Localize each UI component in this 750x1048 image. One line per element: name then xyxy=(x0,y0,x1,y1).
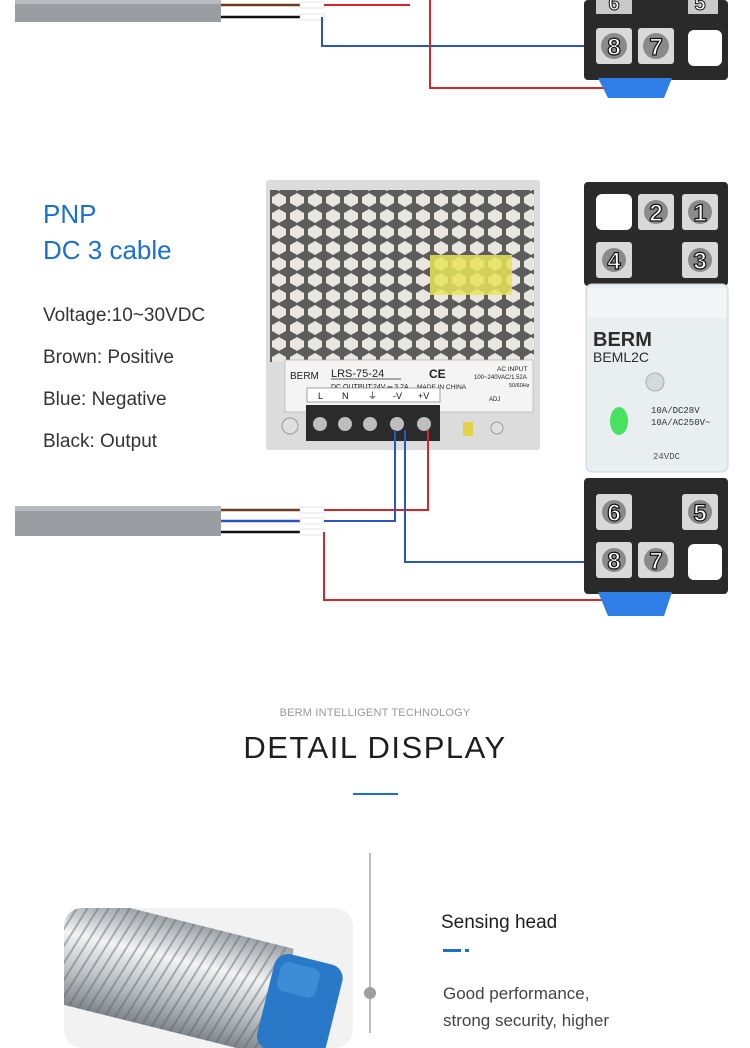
wire-brown-to-pos xyxy=(324,430,429,511)
svg-text:8: 8 xyxy=(607,34,620,61)
feature-accent-dash xyxy=(443,949,461,952)
relay-coil: 24VDC xyxy=(653,452,681,462)
power-supply: BERM LRS-75-24 DC OUTPUT:24V ═ 3.2A CE M… xyxy=(266,180,540,450)
relay-pin-1: 1 xyxy=(693,200,706,227)
timeline-dot xyxy=(364,987,376,999)
relay-pin-2: 2 xyxy=(649,200,662,227)
cable-type: DC 3 cable xyxy=(43,235,172,265)
relay-pin-6: 6 xyxy=(607,500,620,527)
ps-dc-output: DC OUTPUT:24V ═ 3.2A xyxy=(331,384,409,391)
relay-clip xyxy=(598,592,672,616)
feature-description: Good performance, strong security, highe… xyxy=(443,980,743,1034)
relay-pin-4: 4 xyxy=(607,248,621,275)
ps-terminal-neg: -V xyxy=(393,391,402,401)
sensor-thread-illustration xyxy=(64,908,343,1048)
ps-brand: BERM xyxy=(290,371,319,382)
feature-accent-dot xyxy=(465,949,469,952)
section-title: DETAIL DISPLAY xyxy=(243,730,507,765)
wiring-mode: PNP xyxy=(43,199,97,229)
relay-rating-2: 10A/AC250V~ xyxy=(651,418,710,428)
relay-brand: BERM xyxy=(593,329,652,351)
ps-ac-value: 100~240VAC/1.52A xyxy=(474,375,527,381)
wire-blue-to-neg xyxy=(324,430,396,522)
ps-origin: MADE IN CHINA xyxy=(417,384,467,391)
timeline-line xyxy=(369,853,371,1033)
black-wire-spec: Black: Output xyxy=(43,431,158,452)
feature-description-line-1: Good performance, xyxy=(443,984,590,1003)
ps-adj: ADJ xyxy=(489,397,500,403)
relay: 2 1 4 3 BERM BEML2C 10A/DC28V 10A/AC250V… xyxy=(584,182,729,616)
wire-neg-to-relay xyxy=(404,430,600,563)
top-wiring-diagram: 8 7 6 5 xyxy=(15,0,728,98)
relay-pin-8: 8 xyxy=(607,548,620,575)
blue-wire-spec: Blue: Negative xyxy=(43,389,167,410)
sensor-cable xyxy=(15,0,221,22)
feature-description-line-2: strong security, higher xyxy=(443,1011,609,1030)
ps-frequency: 50/60Hz xyxy=(509,383,530,389)
brand-tagline: BERM INTELLIGENT TECHNOLOGY xyxy=(279,707,471,719)
relay-pin-5: 5 xyxy=(693,500,706,527)
feature-title: Sensing head xyxy=(441,912,558,933)
title-underline xyxy=(353,793,398,795)
ps-terminal-l: L xyxy=(318,391,323,401)
ps-model: LRS-75-24 xyxy=(331,368,384,380)
sensing-head-image xyxy=(64,908,353,1048)
relay-pin-3: 3 xyxy=(693,248,706,275)
relay-base-top: 8 7 6 5 xyxy=(584,0,728,98)
svg-text:6: 6 xyxy=(608,0,619,15)
brown-wire-spec: Brown: Positive xyxy=(43,347,174,368)
svg-text:7: 7 xyxy=(649,34,662,61)
pnp-wiring-diagram: BERM LRS-75-24 DC OUTPUT:24V ═ 3.2A CE M… xyxy=(15,180,729,616)
ps-ce: CE xyxy=(429,367,446,381)
ps-ac-label: AC INPUT xyxy=(497,366,527,373)
svg-text:5: 5 xyxy=(694,0,705,15)
relay-pin-7: 7 xyxy=(649,548,662,575)
ps-terminal-pos: +V xyxy=(418,391,429,401)
relay-rating-1: 10A/DC28V xyxy=(651,406,700,416)
ps-terminal-n: N xyxy=(342,391,349,401)
voltage-spec: Voltage:10~30VDC xyxy=(43,305,206,326)
ps-terminal-ground: ⏚ xyxy=(368,391,377,402)
wire-blue xyxy=(321,17,600,47)
relay-model: BEML2C xyxy=(593,349,649,365)
